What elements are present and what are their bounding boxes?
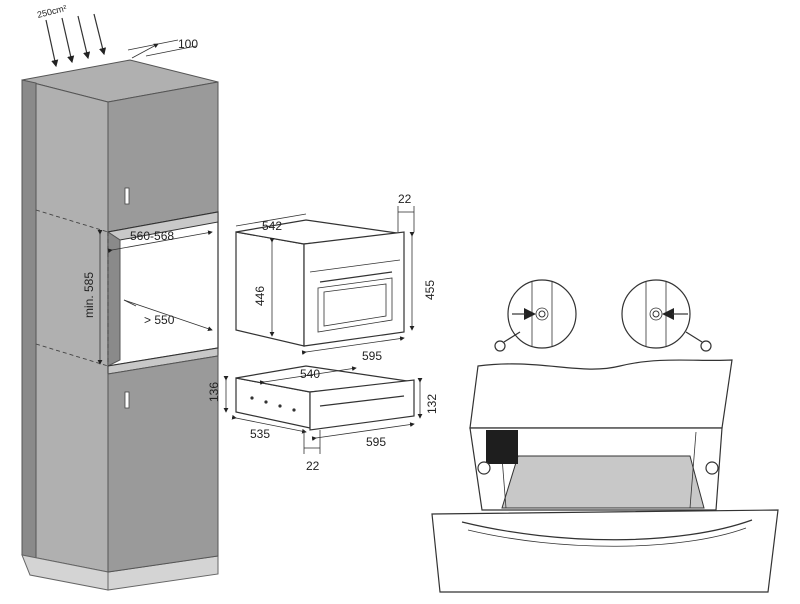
oven-window bbox=[317, 277, 393, 333]
oven-body-height-label: 446 bbox=[253, 286, 267, 306]
oven-depth-label: 542 bbox=[262, 219, 282, 233]
niche-left-wall bbox=[107, 231, 121, 367]
airflow-label: 250cm² bbox=[36, 3, 68, 20]
upper-door-handle bbox=[124, 187, 130, 205]
hinge-left bbox=[477, 461, 491, 475]
oven-width-label: 595 bbox=[362, 349, 382, 363]
drawer-front bbox=[309, 379, 415, 431]
drawer-handle-curve bbox=[461, 519, 753, 541]
dash-line-top bbox=[35, 209, 109, 233]
hinge-right bbox=[705, 461, 719, 475]
niche-height-label: min. 585 bbox=[82, 272, 96, 318]
drawer-side-label: 535 bbox=[250, 427, 270, 441]
worktop bbox=[469, 359, 733, 429]
cabinet-edge bbox=[21, 79, 37, 559]
drawer-handle bbox=[319, 395, 405, 407]
drawer-bottom bbox=[501, 455, 705, 509]
compact-oven: 542 22 446 455 595 bbox=[235, 192, 437, 363]
gap-dimension: 100 bbox=[127, 37, 198, 59]
gap-label: 100 bbox=[178, 37, 198, 51]
warming-drawer: 540 136 535 132 595 22 bbox=[207, 365, 439, 473]
drawer-depth-label: 540 bbox=[300, 367, 320, 381]
oven-handle bbox=[319, 271, 393, 283]
oven-window-inner bbox=[323, 283, 387, 327]
drawer-front-label: 22 bbox=[306, 459, 320, 473]
tall-cabinet bbox=[21, 59, 219, 591]
upper-door bbox=[107, 81, 219, 233]
lower-door-handle bbox=[124, 391, 130, 409]
drawer-height-label: 132 bbox=[425, 394, 439, 414]
drawer-body-height-label: 136 bbox=[207, 382, 221, 402]
airflow-arrows: 250cm² bbox=[36, 3, 107, 68]
oven-height-label: 455 bbox=[423, 280, 437, 300]
oven-front-label: 22 bbox=[398, 192, 412, 206]
drawer-width-label: 595 bbox=[366, 435, 386, 449]
vent-block bbox=[486, 430, 518, 464]
drawer-front-panel bbox=[431, 509, 779, 593]
dash-line-bottom bbox=[35, 343, 109, 367]
screw-icon-left bbox=[494, 331, 521, 352]
niche-depth-label: > 550 bbox=[144, 313, 175, 327]
niche-dimensions: 560-568 > 550 min. 585 bbox=[82, 229, 213, 365]
niche-width-label: 560-568 bbox=[130, 229, 174, 243]
mounting-detail bbox=[431, 279, 779, 593]
oven-control-line bbox=[309, 259, 401, 273]
screw-icon-right bbox=[685, 331, 712, 352]
oven-side bbox=[235, 231, 305, 347]
oven-front bbox=[303, 231, 405, 347]
lower-door bbox=[107, 355, 219, 573]
